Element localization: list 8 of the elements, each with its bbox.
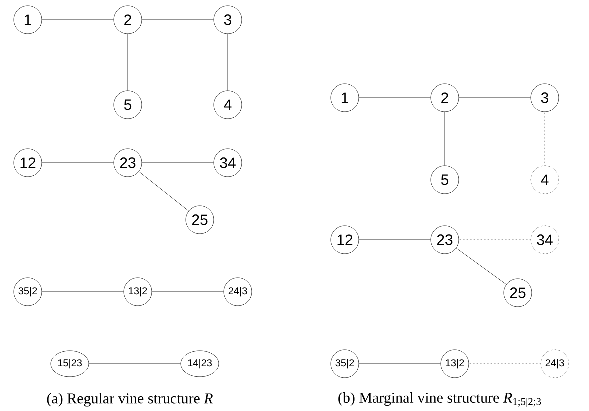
edge-line (142, 162, 214, 164)
edge-line (544, 112, 546, 166)
edge-line (138, 172, 190, 212)
caption: (a) Regular vine structure R (47, 393, 214, 407)
caption: (b) Marginal vine structure R$_{1;5|2;3}$ (338, 392, 542, 408)
edge-line (444, 112, 446, 166)
edge-line (456, 248, 507, 285)
edge-line (42, 162, 114, 164)
